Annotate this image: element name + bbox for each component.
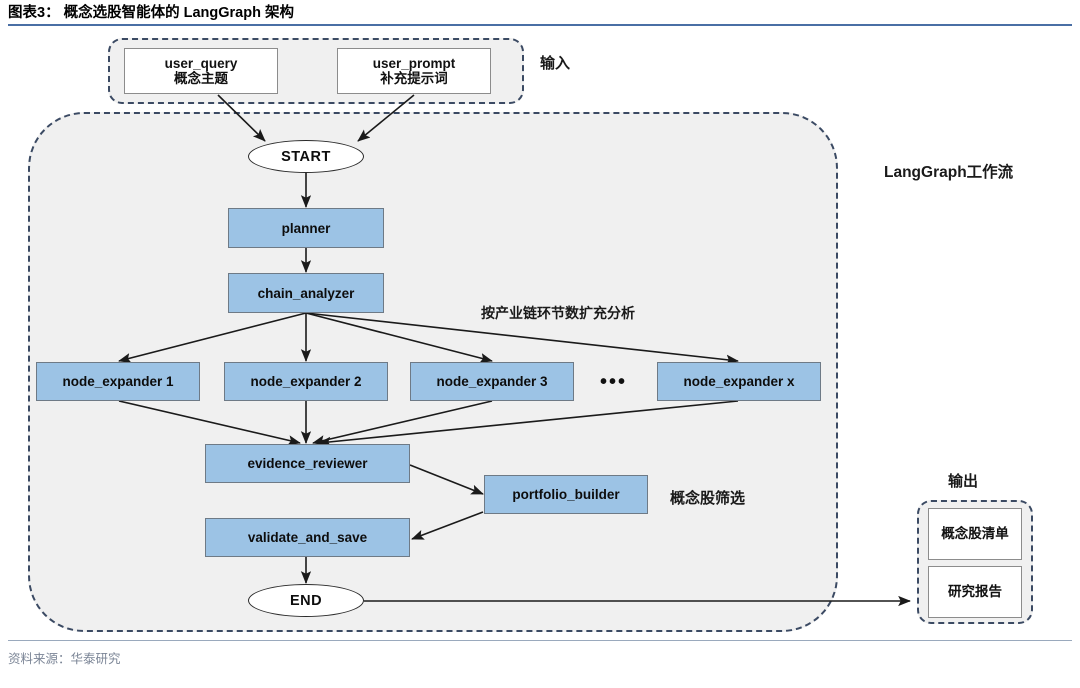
expander-ellipsis-icon: ••• — [600, 371, 628, 393]
input-box-user-query[interactable]: user_query 概念主题 — [124, 48, 278, 94]
node-end[interactable]: END — [248, 584, 364, 617]
node-chain-analyzer[interactable]: chain_analyzer — [228, 273, 384, 313]
source-note: 资料来源：华泰研究 — [8, 652, 121, 666]
output-box-research-report-label: 研究报告 — [948, 584, 1002, 600]
page-title: 图表3： 概念选股智能体的 LangGraph 架构 — [8, 5, 294, 21]
input-box-user-query-name: user_query — [164, 55, 238, 71]
workflow-label-en: LangGraph — [884, 164, 967, 181]
node-start[interactable]: START — [248, 140, 364, 173]
expand-annotation-label: 按产业链环节数扩充分析 — [481, 307, 635, 322]
footer-divider — [8, 640, 1072, 641]
input-box-user-prompt-desc: 补充提示词 — [380, 71, 448, 86]
input-group-label: 输入 — [540, 56, 571, 72]
output-box-stock-list-label: 概念股清单 — [941, 526, 1009, 542]
node-evidence-reviewer[interactable]: evidence_reviewer — [205, 444, 410, 483]
node-expander-x[interactable]: node_expander x — [657, 362, 821, 401]
input-box-user-query-desc: 概念主题 — [174, 71, 228, 86]
workflow-group-label: LangGraph工作流 — [884, 160, 1013, 182]
node-portfolio-builder[interactable]: portfolio_builder — [484, 475, 648, 514]
output-group-label: 输出 — [948, 474, 979, 490]
output-box-stock-list[interactable]: 概念股清单 — [928, 508, 1022, 560]
output-box-research-report[interactable]: 研究报告 — [928, 566, 1022, 618]
node-expander-2[interactable]: node_expander 2 — [224, 362, 388, 401]
node-expander-1[interactable]: node_expander 1 — [36, 362, 200, 401]
node-validate-and-save[interactable]: validate_and_save — [205, 518, 410, 557]
input-box-user-prompt-name: user_prompt — [372, 55, 456, 71]
title-divider — [8, 24, 1072, 26]
screening-annotation-label: 概念股筛选 — [670, 491, 746, 507]
node-planner[interactable]: planner — [228, 208, 384, 248]
workflow-label-cn: 工作流 — [966, 164, 1014, 181]
node-expander-3[interactable]: node_expander 3 — [410, 362, 574, 401]
input-box-user-prompt[interactable]: user_prompt 补充提示词 — [337, 48, 491, 94]
